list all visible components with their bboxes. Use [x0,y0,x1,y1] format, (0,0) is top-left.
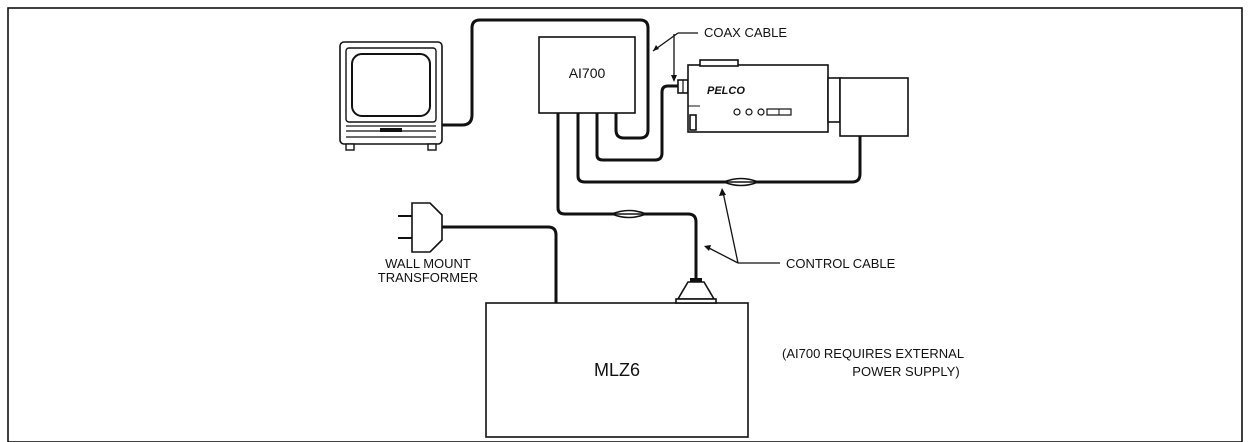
coax-cable-label: COAX CABLE [704,25,787,40]
wall-transformer-icon [398,202,443,253]
coax-cable-camera [595,84,680,162]
coax-cable-monitor [440,18,650,140]
coax-callout-leader [652,32,698,82]
camera-brand-label: PELCO [707,85,745,97]
mlz6-box [485,302,749,438]
camera-icon [677,59,909,137]
monitor-icon [339,41,443,151]
wall-mount-label-line2: TRANSFORMER [378,270,478,285]
splice-mark [609,209,649,219]
mlz6-connector-icon [675,278,717,304]
power-cable [440,225,558,305]
wall-mount-label-line1: WALL MOUNT [385,256,471,271]
splice-mark [721,177,761,187]
control-cable-label: CONTROL CABLE [786,256,896,271]
power-note-line2: POWER SUPPLY) [852,364,959,379]
diagram-frame [7,7,1243,442]
power-note-line1: (AI700 REQUIRES EXTERNAL [782,346,964,361]
control-cable-camera [576,111,862,184]
ai700-box [538,36,636,114]
ai700-label: AI700 [569,65,606,81]
mlz6-label: MLZ6 [594,360,640,380]
control-callout-leader [704,188,780,264]
